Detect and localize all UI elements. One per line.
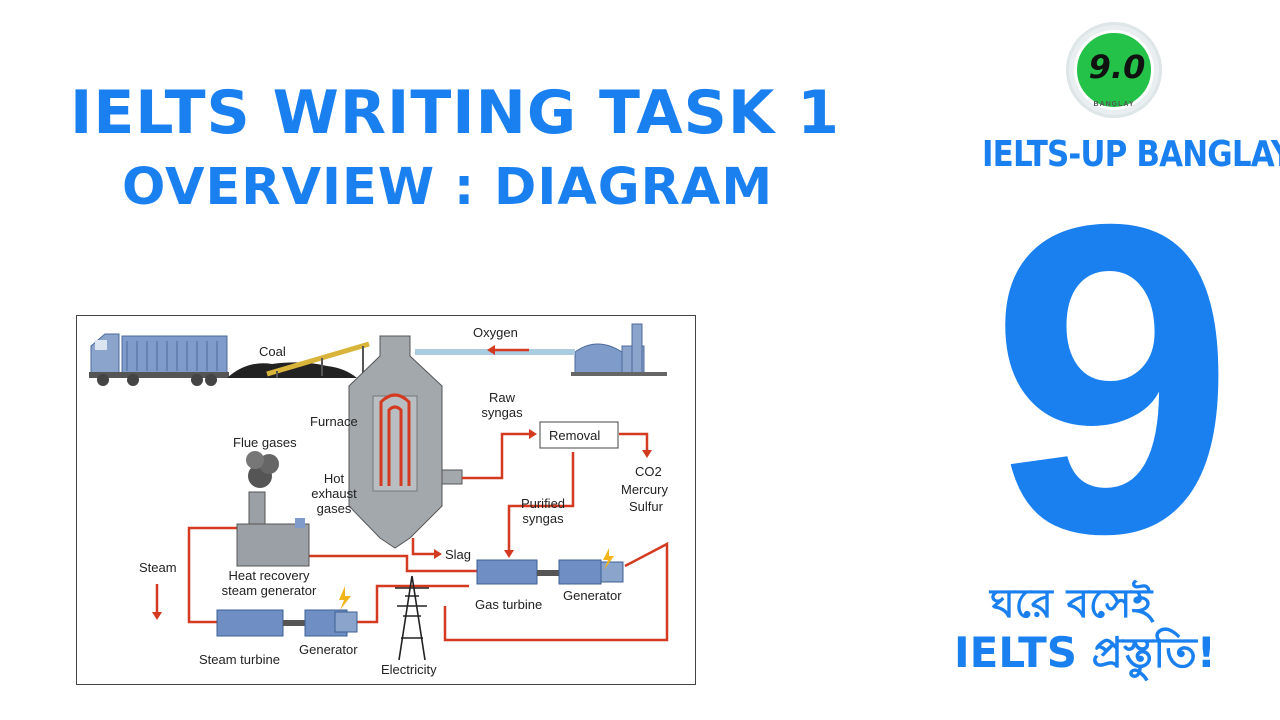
label-slag: Slag bbox=[445, 547, 472, 562]
label-co2: CO2 bbox=[635, 464, 662, 479]
label-oxygen: Oxygen bbox=[473, 325, 518, 340]
logo-score: 9.0 bbox=[1088, 48, 1146, 86]
label-raw-syngas: Raw syngas bbox=[481, 390, 523, 420]
label-coal: Coal bbox=[259, 344, 286, 359]
label-gas-turbine: Gas turbine bbox=[475, 597, 543, 612]
label-mercury: Mercury bbox=[621, 482, 668, 497]
label-hot-exhaust-gases: Hot exhaust gases bbox=[311, 471, 357, 516]
title-line-2: OVERVIEW : DIAGRAM bbox=[122, 158, 774, 217]
gas-turbine-unit bbox=[476, 548, 624, 585]
label-removal: Removal bbox=[549, 428, 601, 443]
label-generator-steam: Generator bbox=[299, 642, 358, 657]
label-steam-turbine: Steam turbine bbox=[199, 652, 280, 667]
flow-lines bbox=[155, 432, 669, 642]
label-furnace: Furnace bbox=[310, 414, 358, 429]
brand-name: IELTS-UP BANGLAY bbox=[982, 134, 1280, 175]
removal-unit bbox=[539, 421, 619, 449]
steam-turbine-unit bbox=[216, 586, 358, 637]
process-diagram: Coal Oxygen Raw syngas Furnace Removal F… bbox=[76, 315, 696, 685]
title-line-1: IELTS WRITING TASK 1 bbox=[70, 78, 840, 148]
furnace-vessel bbox=[348, 335, 463, 549]
logo-badge: 9.0 bbox=[1074, 30, 1154, 110]
tagline-line-1: ঘরে বসেই bbox=[990, 581, 1153, 627]
coal-conveyor bbox=[227, 341, 370, 378]
diagram-drawing bbox=[89, 323, 669, 661]
logo-subtext: BANGLAY bbox=[1093, 101, 1135, 108]
label-sulfur: Sulfur bbox=[629, 499, 663, 514]
label-steam: Steam bbox=[139, 560, 177, 575]
label-electricity: Electricity bbox=[381, 662, 437, 677]
heat-recovery-unit bbox=[236, 451, 310, 567]
tagline-line-2: IELTS প্রস্তুতি! bbox=[954, 628, 1216, 677]
label-heat-recovery: Heat recovery steam generator bbox=[221, 568, 317, 598]
big-nine: 9 bbox=[990, 134, 1235, 625]
label-flue-gases: Flue gases bbox=[233, 435, 297, 450]
brand-logo: 9.0 BANGLAY bbox=[1066, 22, 1162, 118]
electricity-pylon bbox=[395, 575, 429, 661]
coal-truck bbox=[89, 333, 229, 386]
oxygen-plant bbox=[415, 323, 667, 376]
label-generator-gas: Generator bbox=[563, 588, 622, 603]
label-purified-syngas: Purified syngas bbox=[520, 496, 566, 526]
